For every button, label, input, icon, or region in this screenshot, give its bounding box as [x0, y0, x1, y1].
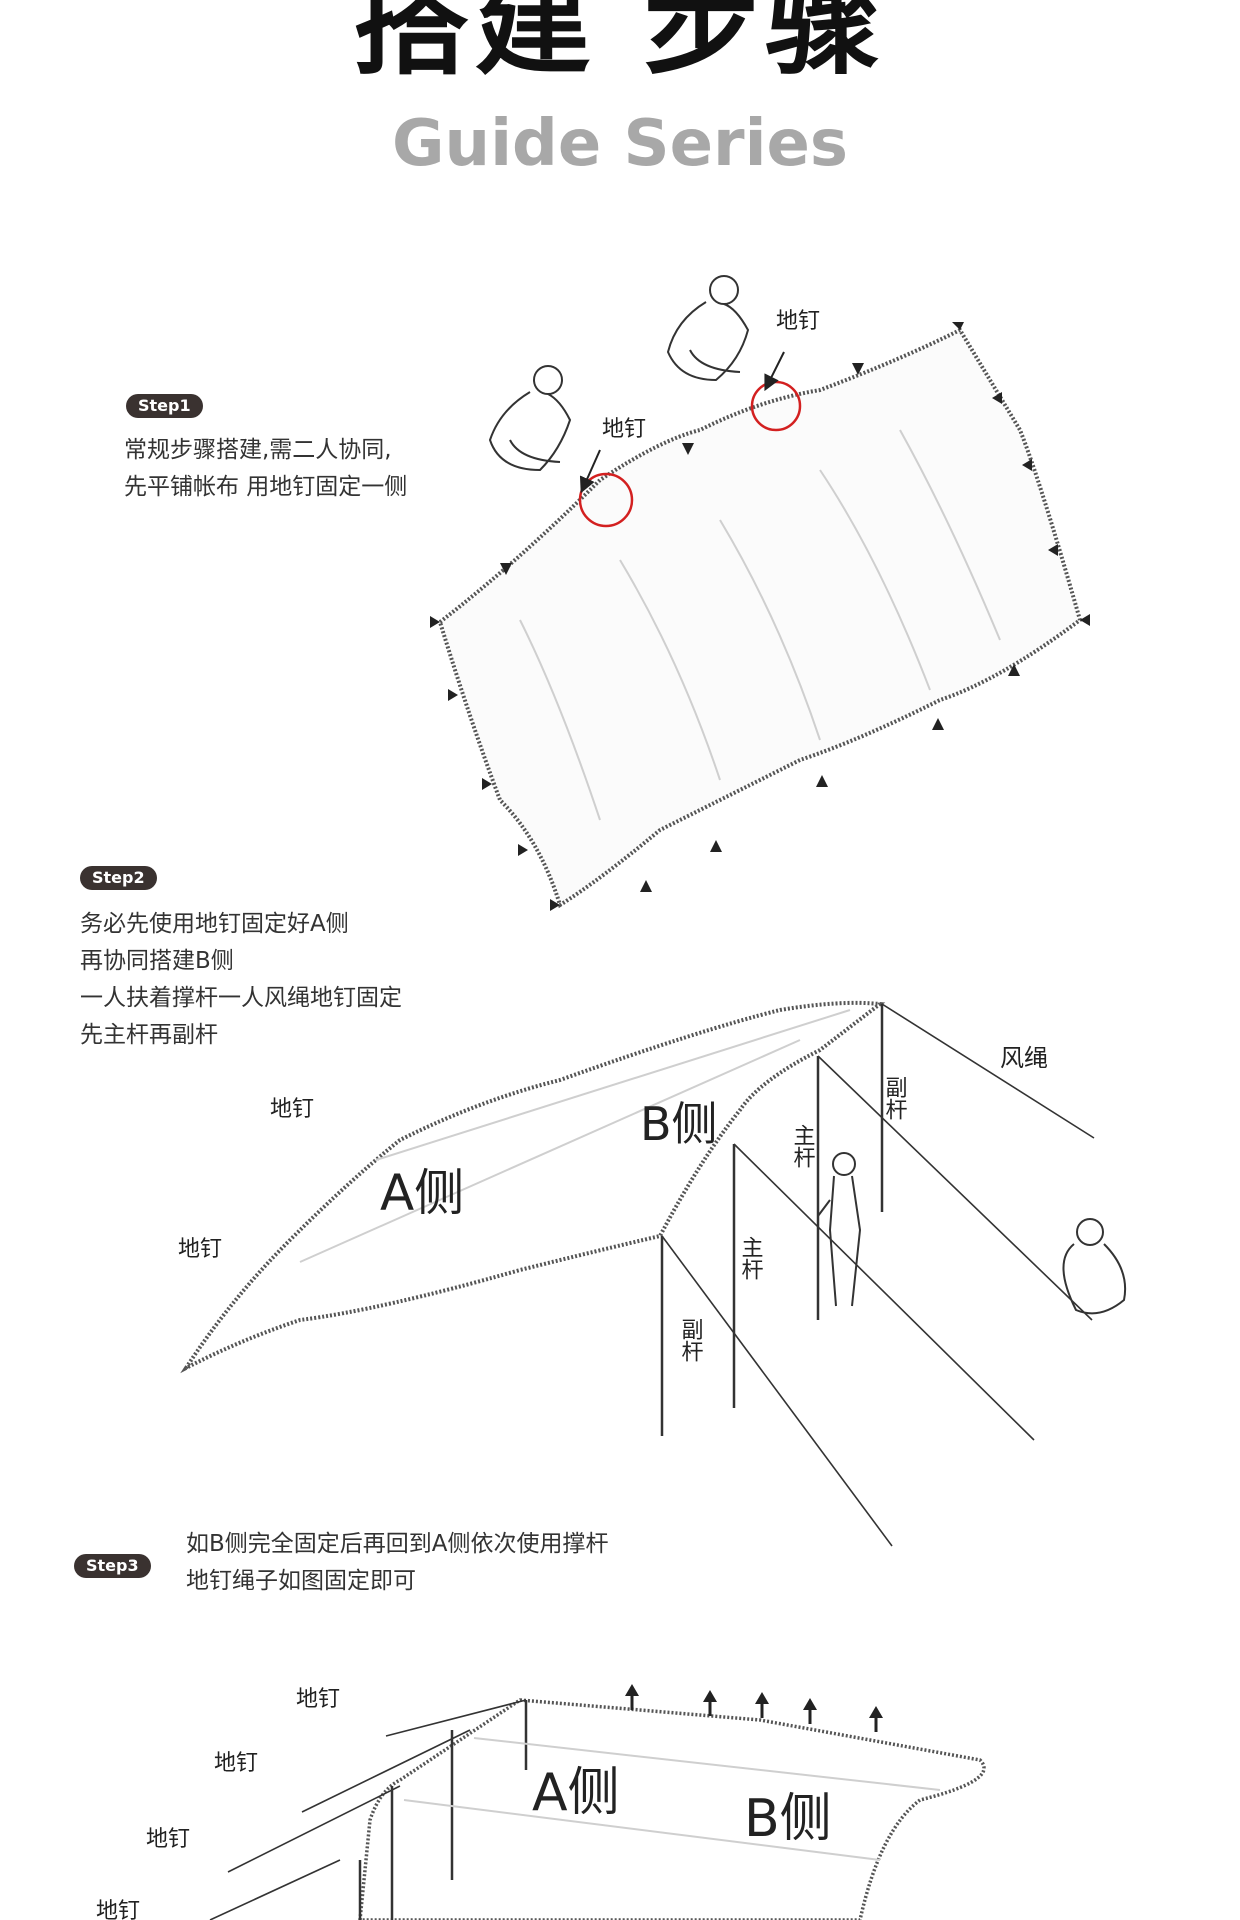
page-title: 搭建 步骤 — [352, 0, 888, 91]
step3-line-1: 如B侧完全固定后再回到A侧依次使用撑杆 — [186, 1531, 609, 1557]
step2-aux-pole-label-2: 副杆 — [678, 1318, 704, 1362]
step2-person-standing — [817, 1152, 862, 1307]
step2-main-pole-label-1: 主杆 — [790, 1124, 816, 1168]
step1-person-2 — [666, 275, 750, 382]
step2-main-pole-label-2: 主杆 — [738, 1236, 764, 1280]
step3-stake-label-1: 地钉 — [296, 1687, 340, 1712]
step3-side-b-label: B侧 — [744, 1789, 832, 1849]
step3-tarp-seams — [403, 1737, 941, 1861]
step3-stake-label-2: 地钉 — [214, 1751, 258, 1776]
step2-tarp — [180, 1000, 886, 1374]
step2-stake-label-2: 地钉 — [178, 1237, 222, 1262]
step1-stake-label-1: 地钉 — [602, 417, 646, 442]
step2-line-3: 一人扶着撑杆一人风绳地钉固定 — [80, 985, 402, 1011]
step3-tarp — [358, 1698, 986, 1920]
step2-guy-rope-label: 风绳 — [1000, 1044, 1048, 1072]
step3-stake-label-3: 地钉 — [146, 1827, 190, 1852]
step2-line-1: 务必先使用地钉固定好A侧 — [80, 911, 349, 937]
step3-badge: Step3 — [74, 1554, 151, 1578]
step2-tarp-seams — [299, 1009, 851, 1263]
step2-instructions: 务必先使用地钉固定好A侧 再协同搭建B侧 一人扶着撑杆一人风绳地钉固定 先主杆再… — [80, 906, 402, 1054]
step3-poles — [358, 1700, 528, 1920]
step3-side-a-label: A侧 — [532, 1763, 620, 1823]
step2-person-crouching — [1062, 1218, 1127, 1315]
step2-side-a-label: A侧 — [380, 1164, 464, 1222]
step2-stake-label-1: 地钉 — [270, 1097, 314, 1122]
step1-illustration: 地钉 地钉 — [430, 275, 1090, 911]
step1-highlight-circle-1 — [578, 472, 634, 528]
step3-up-arrows — [625, 1684, 883, 1732]
step2-line-2: 再协同搭建B侧 — [80, 948, 234, 974]
step2-side-b-label: B侧 — [640, 1097, 718, 1151]
step2-guy-ropes — [661, 1003, 1095, 1547]
step2-aux-pole-label-1: 副杆 — [882, 1076, 908, 1120]
step1-instructions: 常规步骤搭建,需二人协同, 先平铺帐布 用地钉固定一侧 — [124, 432, 407, 506]
step2-illustration: A侧 B侧 地钉 地钉 风绳 副杆 主杆 主杆 副杆 — [178, 1000, 1127, 1547]
step1-badge: Step1 — [126, 394, 203, 418]
step1-line-2: 先平铺帐布 用地钉固定一侧 — [124, 474, 408, 500]
step1-tarp — [437, 327, 1083, 909]
step1-tarp-folds — [519, 429, 1001, 821]
step3-illustration: A侧 B侧 地钉 地钉 地钉 地钉 — [96, 1684, 986, 1920]
step2-line-4: 先主杆再副杆 — [80, 1022, 218, 1048]
step1-stake-label-2: 地钉 — [776, 309, 820, 334]
step3-stake-label-4: 地钉 — [96, 1899, 140, 1920]
step2-poles — [660, 1004, 884, 1436]
page-subtitle: Guide Series — [391, 107, 849, 181]
step3-line-2: 地钉绳子如图固定即可 — [186, 1568, 416, 1594]
step2-badge: Step2 — [80, 866, 157, 890]
step1-person-1 — [488, 365, 572, 472]
step1-stake-arrows — [430, 322, 1090, 911]
step3-guy-ropes — [209, 1699, 527, 1920]
step3-instructions: 如B侧完全固定后再回到A侧依次使用撑杆 地钉绳子如图固定即可 — [186, 1526, 609, 1600]
step1-line-1: 常规步骤搭建,需二人协同, — [124, 437, 392, 463]
